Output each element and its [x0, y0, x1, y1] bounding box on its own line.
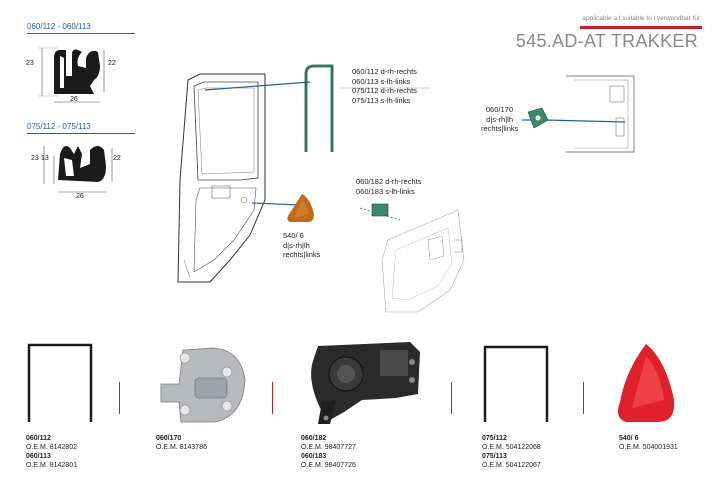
callout-lock: 060/182 d-rh-rechts 060/183 s-lh-links: [356, 177, 421, 196]
page-title: 545.AD-AT TRAKKER: [515, 31, 698, 51]
separator-1: [119, 382, 120, 414]
product-4-oem-1: O.E.M. 504122068: [482, 444, 541, 451]
profile-1-label: 060/112 - 060/113: [27, 22, 91, 31]
product-3-caption: 060/182 O.E.M. 98407727 060/183 O.E.M. 9…: [301, 434, 356, 470]
callout-lock-line-1: 060/182 d-rh-rechts: [356, 177, 422, 186]
profile-1-drawing: [38, 47, 105, 103]
callout-lock-line-2: 060/183 s-lh-links: [356, 186, 415, 196]
callout-striker-line-2: d|s-rh|lh: [486, 114, 513, 124]
profile-2-dim-left-inner: 13: [41, 155, 49, 162]
product-1-oem-1: O.E.M. 8142802: [26, 444, 77, 451]
callout-striker-line-3: rechts|links: [481, 124, 519, 133]
callout-reflector-line-1: 540/ 6: [283, 231, 304, 240]
profile-2-label: 075/112 - 075/113: [27, 122, 91, 131]
callout-reflector-line-2: d|s-rh|lh: [283, 240, 310, 250]
product-2-caption: 060/170 O.E.M. 8143786: [156, 434, 207, 452]
door-drawing: [177, 73, 266, 283]
callout-seal-line-1: 060/112 d-rh-rechts: [352, 67, 417, 76]
separator-3: [451, 382, 452, 414]
separator-2: [272, 382, 273, 414]
product-1-code-2: 060/113: [26, 453, 51, 460]
product-2-oem-1: O.E.M. 8143786: [156, 444, 207, 451]
callout-seal-line-4: 075/113 s-lh-links: [352, 95, 411, 105]
product-1-code-1: 060/112: [26, 435, 51, 442]
product-4-caption: 075/112 O.E.M. 504122068 075/113 O.E.M. …: [482, 434, 541, 470]
door-seal-drawing: [304, 64, 334, 152]
product-5-caption: 540/ 6 O.E.M. 504001931: [619, 434, 678, 452]
product-1-oem-2: O.E.M. 8142801: [26, 462, 77, 469]
profile-1-dim-bottom: 26: [70, 96, 78, 103]
product-3-code-1: 060/182: [301, 435, 327, 442]
profile-2-drawing: [43, 146, 113, 193]
striker-detail-drawing: [527, 75, 635, 153]
profile-1-underline: [27, 33, 135, 34]
product-1-seal-image: [27, 343, 93, 422]
header-accent-bar: [580, 26, 702, 29]
product-5-reflector-image: [618, 344, 675, 422]
profile-2-dim-left-outer: 23: [31, 155, 39, 162]
product-2-code-1: 060/170: [156, 435, 182, 442]
callout-seal: 060/112 d-rh-rechts 060/113 s-lh-links 0…: [352, 67, 417, 105]
product-3-oem-2: O.E.M. 98407726: [301, 462, 356, 469]
callout-reflector: 540/ 6 d|s-rh|lh rechts|links: [283, 231, 320, 260]
callout-striker-line-1: 060/170: [485, 105, 513, 114]
product-5-oem-1: O.E.M. 504001931: [619, 444, 678, 451]
door-interior-drawing: [371, 203, 465, 313]
product-4-oem-2: O.E.M. 504122067: [482, 462, 541, 469]
product-4-code-1: 075/112: [482, 435, 507, 442]
product-3-code-2: 060/183: [301, 453, 327, 460]
callout-seal-line-3: 075/112 d-rh-rechts: [352, 86, 417, 95]
applicability-note: applicable a l suitable to l verwendbar …: [582, 15, 702, 22]
callout-reflector-line-3: rechts|links: [283, 250, 321, 259]
product-5-code-1: 540/ 6: [619, 435, 639, 442]
profile-1-dim-left: 23: [26, 60, 34, 67]
product-2-striker-image: [160, 347, 246, 423]
separator-4: [583, 382, 584, 414]
profile-2-dim-bottom: 26: [76, 193, 84, 200]
reflector-small-drawing: [287, 194, 314, 222]
callout-striker: 060/170 d|s-rh|lh rechts|links: [481, 105, 519, 134]
profile-1-dim-right: 22: [108, 60, 116, 67]
product-4-seal-image: [483, 345, 549, 422]
product-1-caption: 060/112 O.E.M. 8142802 060/113 O.E.M. 81…: [26, 434, 77, 470]
profile-2-underline: [27, 133, 135, 134]
callout-seal-line-2: 060/113 s-lh-links: [352, 76, 411, 86]
profile-2-dim-right: 22: [113, 155, 121, 162]
product-3-lock-image: [311, 342, 420, 424]
product-4-code-2: 075/113: [482, 453, 507, 460]
product-3-oem-1: O.E.M. 98407727: [301, 444, 356, 451]
